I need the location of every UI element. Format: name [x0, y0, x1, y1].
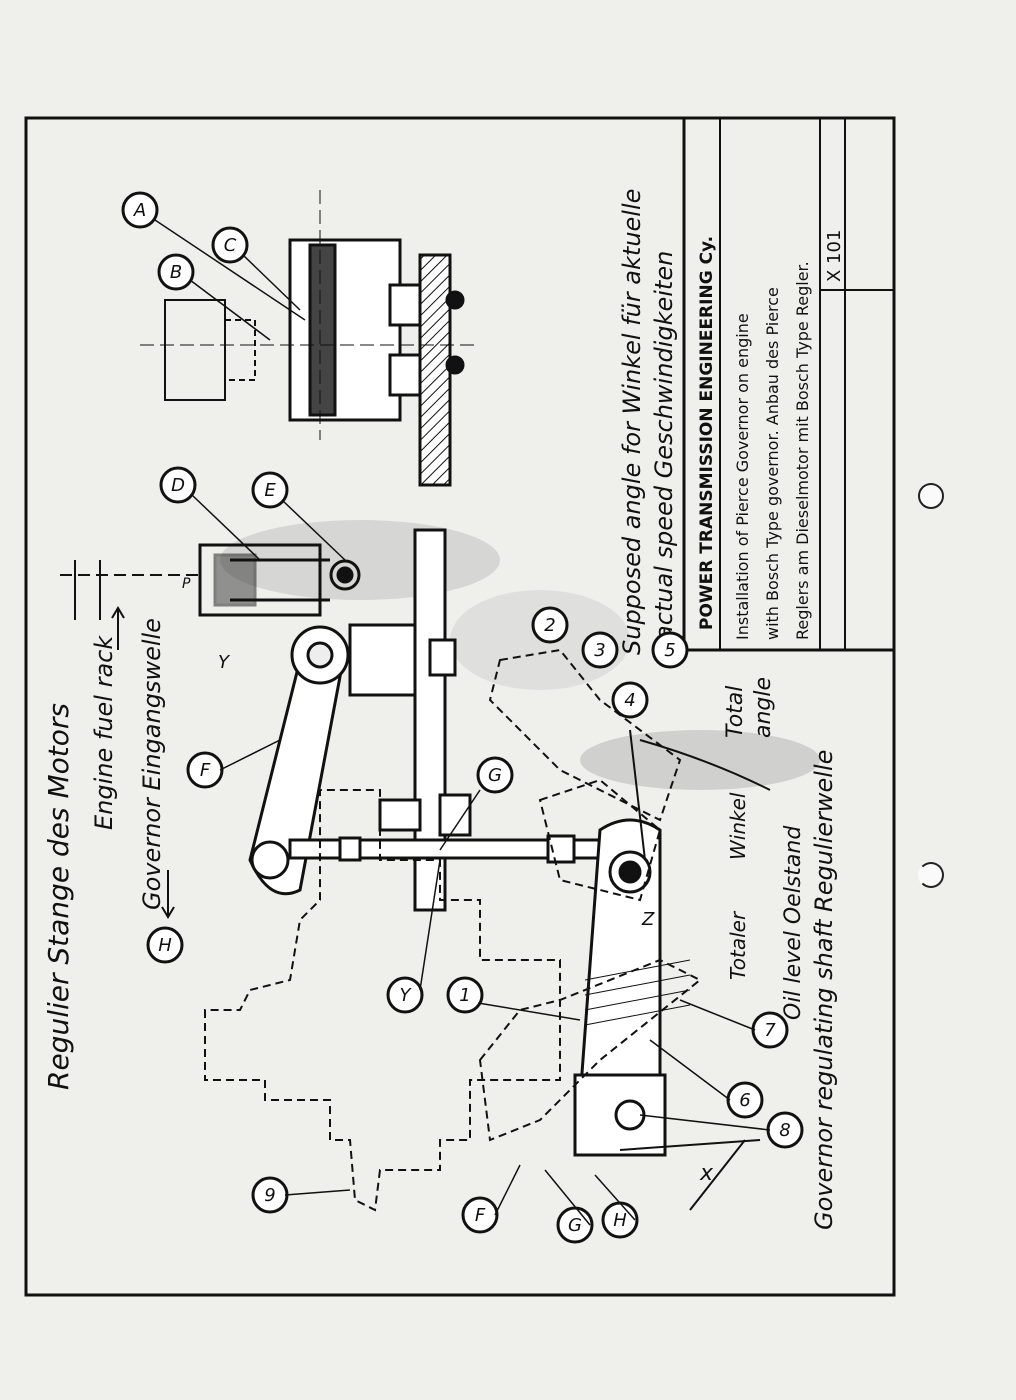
callout-f: F: [200, 760, 211, 781]
main-lever-e: [573, 818, 667, 1157]
callout-8: 9: [264, 1185, 275, 1206]
callout-1: 2: [544, 615, 555, 636]
lever-arm-f: [248, 625, 350, 896]
description-line-1: Installation of Pierce Governor on engin…: [733, 313, 752, 640]
total-angle-arc: [639, 739, 771, 791]
callout-5: 1: [459, 985, 470, 1006]
label-total: Total: [723, 686, 748, 738]
engine-outline-dashed: [204, 789, 561, 1212]
callout-d: G: [488, 765, 502, 786]
callout-2: 3: [594, 640, 605, 661]
callout-h: E: [264, 480, 276, 501]
leader-lines: [154, 219, 771, 1226]
callout-7: H: [613, 1210, 627, 1231]
punch-hole-bottom: [918, 862, 944, 888]
section-view: [164, 238, 465, 487]
lever-positions-dashed: [478, 648, 702, 1142]
callout-3: F: [475, 1205, 486, 1226]
label-actual-speed: actual speed Geschwindigkeiten: [650, 251, 678, 640]
callout-g-section: B: [170, 262, 182, 283]
label-oil-level: Oil level Oelstand: [781, 825, 806, 1020]
callout-h-section: C: [224, 235, 237, 256]
fuel-rack-shaft: [60, 560, 200, 620]
callout-y: Y: [400, 985, 413, 1006]
label-angle: angle: [751, 677, 776, 738]
dimension-x: [619, 1139, 761, 1211]
label-totaler: Totaler: [726, 910, 750, 980]
label-governor-eingangswelle: Governor Eingangswelle: [138, 618, 166, 910]
dim-y-label: Y: [218, 652, 231, 673]
label-governor-regulating-shaft: Governor regulating shaft Regulierwelle: [810, 750, 838, 1230]
label-supposed-angle: Supposed angle for Winkel für aktuelle: [618, 189, 646, 655]
link-housing: [198, 543, 361, 617]
callout-6: 5: [664, 640, 675, 661]
drawing-frame: [24, 116, 896, 1297]
dim-z-label: Z: [641, 909, 655, 930]
callout-f-section: A: [133, 200, 146, 221]
callout-4: G: [568, 1215, 582, 1236]
drawing-number: X 101: [824, 230, 845, 282]
arrow-fuel-rack: [111, 606, 125, 650]
punch-hole-top: [918, 483, 944, 509]
callout-e: 6: [739, 1090, 750, 1111]
callouts: [121, 191, 804, 1244]
label-regulier-stange: Regulier Stange des Motors: [42, 703, 75, 1090]
title-block: [682, 118, 894, 652]
arrow-governor-input: [161, 870, 175, 919]
label-winkel: Winkel: [726, 792, 750, 860]
linkage-rod-d: [288, 834, 612, 864]
label-engine-fuel-rack: Engine fuel rack: [90, 635, 118, 830]
dim-p-label: P: [182, 576, 191, 592]
callout-9: 7: [764, 1020, 776, 1041]
dim-x-label: x: [699, 1161, 714, 1186]
description-line-2: with Bosch Type governor. Anbau des Pier…: [763, 287, 782, 640]
description-line-3: Reglers am Dieselmotor mit Bosch Type Re…: [793, 261, 812, 640]
callout-g: D: [171, 475, 185, 496]
callout-b: H: [158, 935, 172, 956]
callout-a: 8: [779, 1120, 790, 1141]
callout-c: 4: [624, 690, 635, 711]
company-name: POWER TRANSMISSION ENGINEERING Cy.: [697, 236, 717, 630]
